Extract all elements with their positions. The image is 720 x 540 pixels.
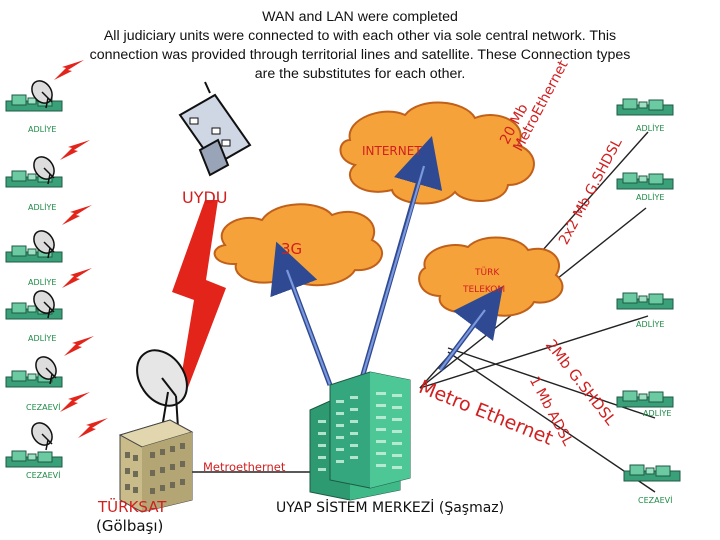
metroethernet-label: Metroethernet bbox=[203, 460, 286, 474]
lightning-bolt-icon bbox=[60, 392, 90, 412]
uydu-label: UYDU bbox=[182, 188, 228, 207]
slide-title: WAN and LAN were completed All judiciary… bbox=[10, 8, 710, 84]
satellite-dish-icon bbox=[31, 422, 53, 451]
line-cezaevi-right bbox=[447, 351, 656, 493]
adliye-label: ADLİYE bbox=[643, 409, 672, 418]
network-site-icon bbox=[616, 172, 674, 190]
title-line: WAN and LAN were completed bbox=[262, 9, 458, 25]
turksat-dish-icon bbox=[136, 349, 188, 429]
turk-telekom-label-line2: TELEKOM bbox=[463, 285, 506, 295]
network-site-icon bbox=[616, 390, 674, 408]
lightning-bolt-icon bbox=[64, 336, 94, 356]
network-site-icon bbox=[616, 98, 674, 116]
adliye-label: ADLİYE bbox=[636, 193, 665, 202]
satellite-link-bolt bbox=[172, 200, 226, 398]
lightning-bolt-icon bbox=[62, 268, 92, 288]
adliye-label: ADLİYE bbox=[28, 334, 57, 343]
satellite-dish-icon bbox=[35, 356, 57, 385]
internet-label: INTERNET bbox=[362, 144, 422, 158]
adliye-label: ADLİYE bbox=[636, 124, 665, 133]
title-line: All judiciary units were connected to wi… bbox=[103, 28, 617, 44]
satellite-dish-icon bbox=[33, 156, 55, 185]
line-adliye-right-3 bbox=[419, 315, 649, 389]
adliye-label: ADLİYE bbox=[636, 320, 665, 329]
adliye-label: ADLİYE bbox=[28, 125, 57, 134]
turksat-label: TÜRKSAT bbox=[98, 498, 167, 516]
turk-telekom-label-line1: TÜRK bbox=[475, 268, 500, 278]
lightning-bolt-icon bbox=[62, 205, 92, 225]
cezaevi-label: CEZAEVİ bbox=[26, 471, 61, 480]
network-site-icon bbox=[623, 464, 681, 482]
lightning-bolt-icon bbox=[54, 60, 84, 80]
turksat-building bbox=[118, 419, 194, 513]
title-line: are the substitutes for each other. bbox=[254, 66, 466, 82]
adliye-label: ADLİYE bbox=[28, 278, 57, 287]
adliye-label: ADLİYE bbox=[28, 203, 57, 212]
lightning-bolt-icon bbox=[60, 140, 90, 160]
golbasi-label: (Gölbaşı) bbox=[96, 517, 164, 535]
3g-label: 3G bbox=[281, 240, 303, 258]
network-site-icon bbox=[5, 450, 63, 468]
uyap-label: UYAP SİSTEM MERKEZİ (Şaşmaz) bbox=[276, 500, 505, 516]
network-site-icon bbox=[616, 292, 674, 310]
cezaevi-label: CEZAEVİ bbox=[638, 496, 673, 505]
satellite-dish-icon bbox=[33, 230, 55, 259]
cezaevi-label: CEZAEVİ bbox=[26, 403, 61, 412]
satellite-dish-icon bbox=[33, 290, 55, 319]
uyap-building bbox=[309, 371, 411, 501]
title-line: connection was provided through territor… bbox=[89, 47, 631, 63]
lightning-bolt-icon bbox=[78, 418, 108, 438]
satellite-dish-icon bbox=[31, 80, 53, 109]
satellite-icon bbox=[178, 81, 252, 177]
